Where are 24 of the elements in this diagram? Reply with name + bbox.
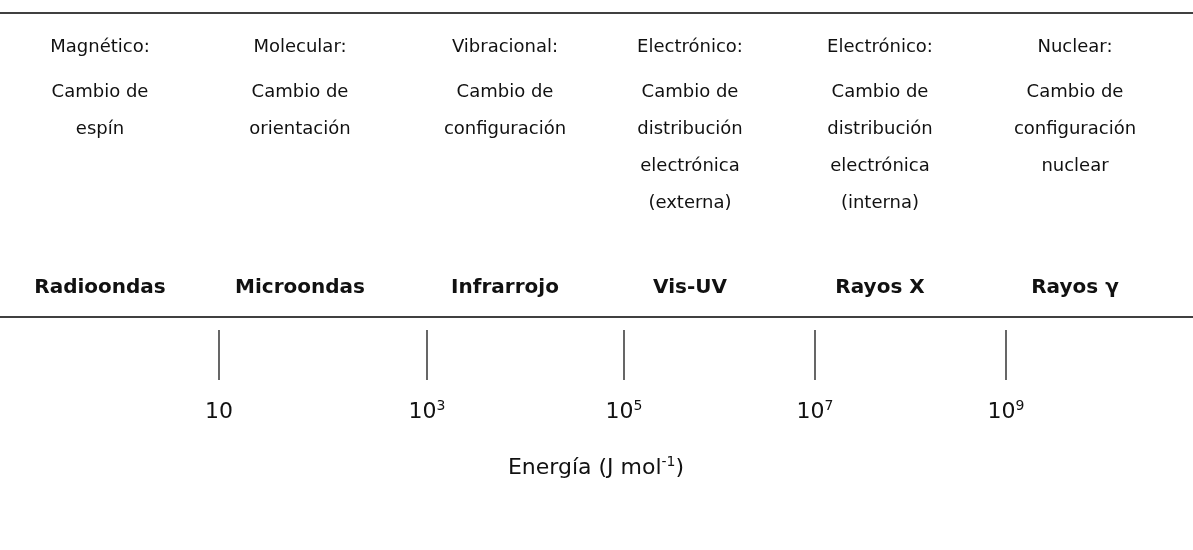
tick-label: 10 [205,397,233,425]
transition-description: Cambio de configuración nuclear [1012,79,1138,177]
transition-description: Cambio de distribución electrónica (externa) [636,79,744,214]
column-heading: Molecular: [253,34,347,58]
column-heading: Electrónico: [827,34,933,58]
transition-description: Cambio de orientación [248,79,352,140]
column-heading: Electrónico: [637,34,743,58]
axis-title: Energía (J mol$^{-1}$) [507,451,685,481]
spectral-region-label: Radioondas [34,273,166,300]
spectral-region-label: Rayos X [835,273,925,300]
spectral-region-label: Microondas [235,273,365,300]
tick-label: 10$^{3}$ [408,395,446,425]
tick-label: 10$^{7}$ [796,395,834,425]
tick-label: 10$^{5}$ [605,395,643,425]
spectral-region-label: Rayos γ [1031,273,1119,300]
spectral-region-label: Vis-UV [653,273,727,300]
column-heading: Vibracional: [451,34,559,58]
spectral-region-label: Infrarrojo [451,273,559,300]
transition-description: Cambio de espín [50,79,150,140]
column-heading: Nuclear: [1037,34,1113,58]
transition-description: Cambio de distribución electrónica (interna) [826,79,934,214]
transition-description: Cambio de configuración [442,79,568,140]
column-heading: Magnético: [50,34,150,58]
tick-label: 10$^{9}$ [987,395,1025,425]
